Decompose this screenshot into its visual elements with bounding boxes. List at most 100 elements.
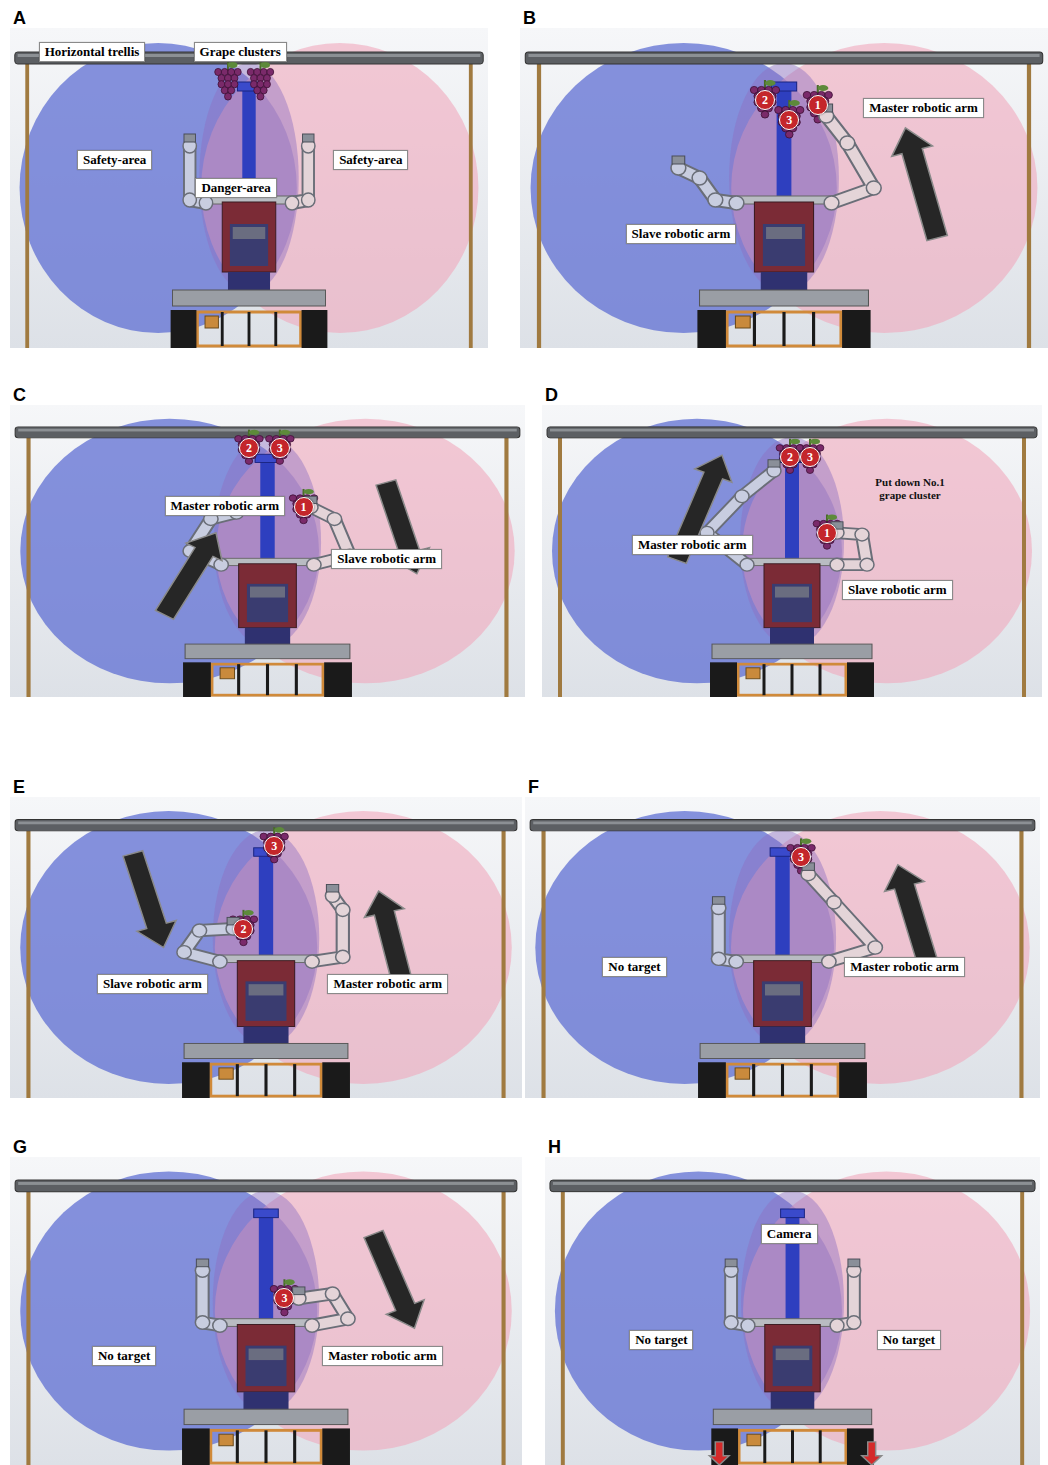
- arm-joint: [708, 193, 723, 207]
- arm-joint: [729, 196, 744, 210]
- callout-number: 1: [817, 523, 837, 543]
- grape-leaf: [789, 100, 800, 106]
- body-panel: [246, 981, 287, 1021]
- chassis-frame: [211, 1430, 322, 1463]
- chassis-bar: [791, 664, 794, 695]
- grape-berry: [225, 93, 232, 100]
- drive-motor: [735, 316, 750, 328]
- callout-number: 2: [780, 447, 800, 467]
- camera-column: [775, 853, 789, 958]
- chassis-frame: [738, 664, 846, 695]
- arm-joint: [724, 1316, 738, 1329]
- chassis-bar: [782, 312, 785, 346]
- robotic-arm: [724, 1259, 755, 1332]
- label-text: No target: [98, 1348, 150, 1363]
- grape-leaf: [274, 827, 284, 833]
- panel-letter: H: [548, 1137, 561, 1158]
- danger-zone: [740, 437, 844, 647]
- label-box: Master robotic arm: [322, 1346, 443, 1366]
- chassis-bar: [810, 1064, 813, 1096]
- body-panel: [763, 224, 805, 266]
- callout-number: 3: [264, 836, 284, 856]
- chassis-bar: [264, 1430, 267, 1463]
- background: [10, 28, 488, 348]
- arm-gripper: [848, 1259, 860, 1267]
- arm-gripper: [326, 884, 338, 892]
- arm-joint: [285, 196, 298, 210]
- arm-joint: [213, 1319, 227, 1332]
- trellis-post: [502, 1192, 506, 1465]
- chassis-bar: [248, 312, 251, 346]
- track: [710, 662, 737, 697]
- label-text: Slave robotic arm: [103, 976, 202, 991]
- danger-zone: [741, 1191, 844, 1412]
- trellis-post: [26, 1192, 30, 1465]
- callout-number: 3: [270, 438, 290, 458]
- grape-berry: [240, 939, 247, 946]
- trellis-bar: [15, 1180, 517, 1192]
- arm-outline: [808, 874, 875, 961]
- arm-gripper: [184, 134, 195, 142]
- body-panel: [230, 224, 268, 266]
- label-text: Safety-area: [339, 152, 402, 167]
- grape-berry: [257, 93, 264, 100]
- trellis-post: [25, 64, 29, 348]
- grape-berry: [245, 458, 252, 465]
- arm-outline: [184, 929, 233, 962]
- label-text: Slave robotic arm: [632, 226, 731, 241]
- callout-number: 2: [755, 90, 775, 110]
- track: [324, 662, 352, 697]
- chassis-bar: [791, 1430, 794, 1463]
- robot-body: [754, 202, 813, 272]
- arm-joint: [336, 903, 350, 916]
- safety-zone-right: [215, 811, 512, 1084]
- track: [182, 1062, 210, 1098]
- grape-cluster: [787, 838, 816, 874]
- arm-joint: [855, 528, 869, 541]
- grape-cluster: [289, 489, 318, 524]
- panel-letter: G: [13, 1137, 27, 1158]
- label-box: Slave robotic arm: [331, 549, 442, 569]
- chassis-frame: [197, 312, 300, 346]
- label-text: No target: [883, 1332, 935, 1347]
- grape-leaf: [801, 838, 811, 844]
- chassis-bar: [752, 1064, 755, 1096]
- label-text: Slave robotic arm: [848, 582, 947, 597]
- chassis-bar: [295, 664, 298, 695]
- arm-link: [184, 929, 233, 962]
- grape-berry: [276, 458, 283, 465]
- background: [10, 1157, 522, 1465]
- track: [697, 310, 726, 348]
- grape-berry: [271, 856, 278, 863]
- background: [545, 1157, 1040, 1465]
- chassis-bar: [753, 312, 756, 346]
- figure-panel: GNo targetMaster robotic arm3: [10, 1137, 522, 1465]
- figure-panel: AHorizontal trellisGrape clustersSafety-…: [10, 8, 488, 348]
- body-window: [766, 227, 802, 239]
- camera: [781, 1209, 805, 1218]
- arm-joint: [195, 1316, 209, 1329]
- motion-arrow: [885, 123, 957, 244]
- grape-group: [229, 827, 288, 946]
- callout-number: 3: [800, 447, 820, 467]
- track: [302, 310, 328, 348]
- track: [847, 662, 874, 697]
- harvesting-robot: [698, 848, 867, 1098]
- arm-joint: [177, 946, 191, 959]
- label-text: Camera: [767, 1226, 812, 1241]
- label-box: Master robotic arm: [844, 957, 965, 977]
- label-text: Slave robotic arm: [337, 551, 436, 566]
- chassis-bar: [781, 1064, 784, 1096]
- panel-letter: C: [13, 385, 26, 406]
- arm-outline: [678, 168, 736, 203]
- label-text: Master robotic arm: [328, 1348, 437, 1363]
- track: [839, 1062, 867, 1098]
- label-box: Master robotic arm: [327, 974, 448, 994]
- grape-cluster: [215, 62, 242, 100]
- arm-gripper: [293, 1287, 305, 1295]
- arm-joint: [824, 196, 839, 210]
- chassis-bar: [293, 1064, 296, 1096]
- grape-leaf: [280, 430, 290, 435]
- panel-illustration: [545, 1157, 1040, 1465]
